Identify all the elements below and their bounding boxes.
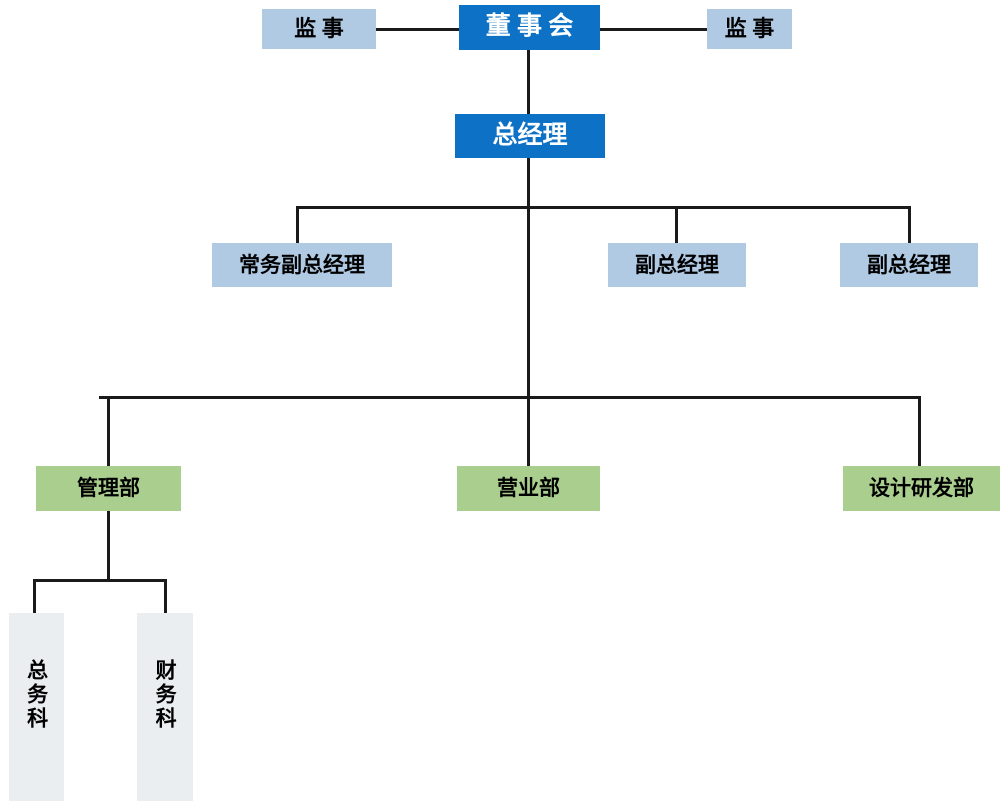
node-board-label: 董 事 会	[485, 13, 574, 41]
edge-bus-to-exec-vice-gm	[296, 206, 299, 243]
node-vice-gm-1[interactable]: 副总经理	[608, 243, 746, 287]
node-management-dept-label: 管理部	[77, 476, 140, 501]
node-supervisor-right-label: 监 事	[724, 16, 775, 42]
edge-bus-to-vice-gm-2	[908, 206, 911, 243]
node-finance-section[interactable]: 财务科	[137, 613, 193, 801]
node-design-rd-dept-label: 设计研发部	[869, 476, 974, 501]
node-general-affairs-section-label: 总务科	[24, 659, 49, 731]
node-supervisor-left-label: 监 事	[294, 16, 344, 42]
edge-board-to-general-manager	[527, 50, 530, 114]
edge-management-dept-trunk	[107, 511, 110, 580]
edge-gm-bus-level4	[99, 396, 921, 399]
edge-board-to-supervisor-right	[600, 28, 707, 31]
edge-bus-to-general-affairs-section	[33, 579, 36, 614]
node-supervisor-right[interactable]: 监 事	[707, 9, 792, 49]
node-design-rd-dept[interactable]: 设计研发部	[843, 466, 1000, 511]
edge-bus-to-management-dept	[107, 396, 110, 466]
edge-bus-to-finance-section	[164, 579, 167, 614]
edge-bus-to-vice-gm-1	[675, 206, 678, 243]
node-management-dept[interactable]: 管理部	[36, 466, 181, 511]
node-board[interactable]: 董 事 会	[459, 5, 600, 50]
edge-board-to-supervisor-left	[376, 28, 459, 31]
node-finance-section-label: 财务科	[153, 659, 178, 731]
node-sales-dept[interactable]: 营业部	[457, 466, 600, 511]
node-general-affairs-section[interactable]: 总务科	[9, 613, 64, 801]
node-general-manager-label: 总经理	[492, 121, 568, 149]
node-vice-gm-1-label: 副总经理	[635, 252, 719, 277]
node-vice-gm-2[interactable]: 副总经理	[840, 243, 978, 287]
node-sales-dept-label: 营业部	[497, 476, 560, 501]
node-exec-vice-gm[interactable]: 常务副总经理	[212, 243, 392, 287]
node-vice-gm-2-label: 副总经理	[867, 252, 951, 277]
node-supervisor-left[interactable]: 监 事	[262, 9, 376, 49]
node-general-manager[interactable]: 总经理	[455, 114, 605, 158]
edge-bus-to-design-rd-dept	[918, 396, 921, 466]
edge-gm-trunk-main	[527, 158, 530, 466]
edge-management-bus-level5	[33, 579, 167, 582]
edge-gm-bus-level3	[296, 206, 911, 209]
node-exec-vice-gm-label: 常务副总经理	[239, 252, 365, 277]
